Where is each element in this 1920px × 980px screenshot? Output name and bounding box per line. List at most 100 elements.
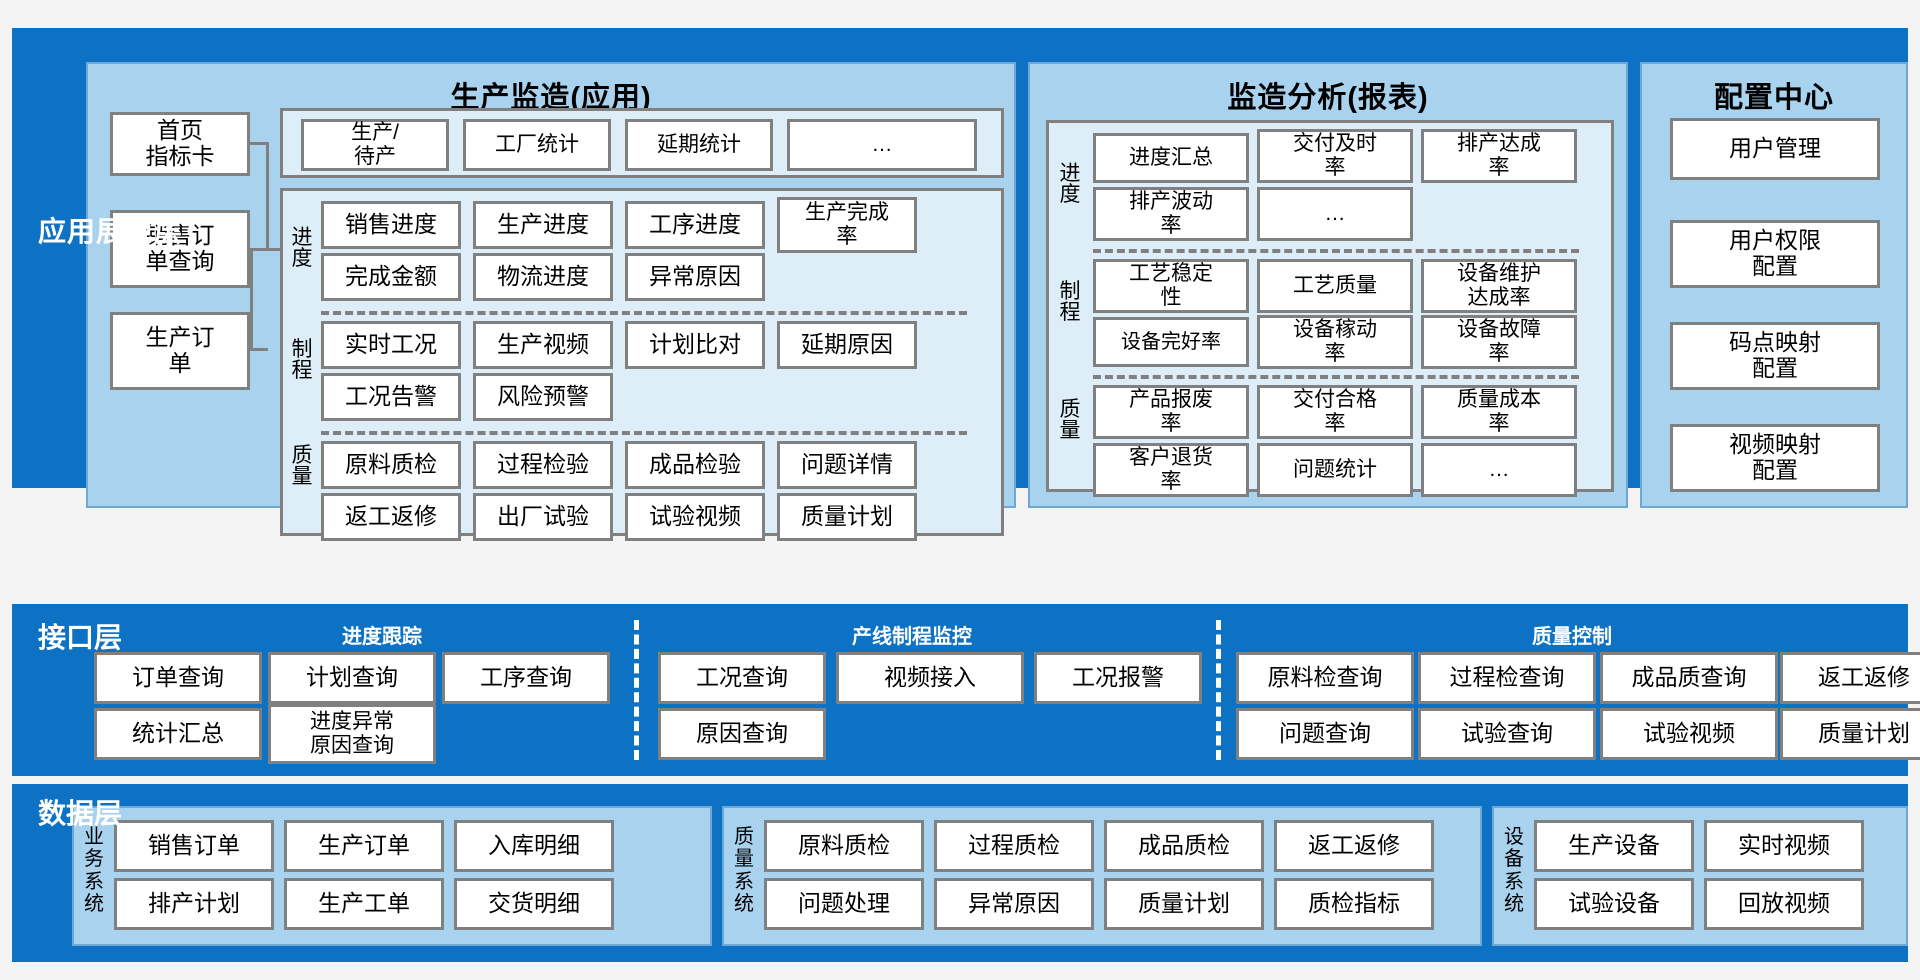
cell-plan-comparison[interactable]: 计划比对 [625,321,765,369]
cell-factory-statistics[interactable]: 工厂统计 [463,119,611,171]
cell-user-permission-config[interactable]: 用户权限配置 [1670,220,1880,288]
cell-sales-order[interactable]: 销售订单 [114,820,274,872]
cell-quality-plan[interactable]: 质量计划 [777,493,917,541]
stub-production-order[interactable]: 生产订单 [110,312,250,390]
cell-work-order[interactable]: 生产工单 [284,878,444,930]
cell-code-point-mapping-config[interactable]: 码点映射配置 [1670,322,1880,390]
cell-realtime-condition[interactable]: 实时工况 [321,321,461,369]
cell-process-check-query[interactable]: 过程检查询 [1418,652,1596,704]
cell-factory-test[interactable]: 出厂试验 [473,493,613,541]
cell-equipment-integrity-rate[interactable]: 设备完好率 [1093,317,1249,367]
cell-rework-repair[interactable]: 返工返修 [321,493,461,541]
cell-playback-video[interactable]: 回放视频 [1704,878,1864,930]
cell-finished-quality-query[interactable]: 成品质查询 [1600,652,1778,704]
cell-production-completion-rate[interactable]: 生产完成率 [777,197,917,253]
cell-finished-inspection[interactable]: 成品检验 [625,441,765,489]
cell-raw-material-inspection[interactable]: 原料质检 [321,441,461,489]
cell-issue-query[interactable]: 问题查询 [1236,708,1414,760]
cell-production-video[interactable]: 生产视频 [473,321,613,369]
cell-process-progress[interactable]: 工序进度 [625,201,765,249]
cell-more-quality[interactable]: … [1421,443,1577,497]
cell-inbound-detail[interactable]: 入库明细 [454,820,614,872]
cell-equipment-utilization-rate[interactable]: 设备稼动率 [1257,315,1413,369]
cell-delay-reason[interactable]: 延期原因 [777,321,917,369]
cell-statistics-summary[interactable]: 统计汇总 [94,708,262,760]
data-group-quality-system-label: 质量系统 [734,826,754,916]
cell-process-qc[interactable]: 过程质检 [934,820,1094,872]
cell-order-query[interactable]: 订单查询 [94,652,262,704]
cell-progress-anomaly-reason-query[interactable]: 进度异常原因查询 [268,704,436,764]
cell-product-scrap-rate[interactable]: 产品报废率 [1093,385,1249,439]
cell-process-stability[interactable]: 工艺稳定性 [1093,259,1249,313]
cell-test-video-if[interactable]: 试验视频 [1600,708,1778,760]
rowlabel-analysis-progress: 进度 [1059,162,1081,207]
cell-rework-repair-data[interactable]: 返工返修 [1274,820,1434,872]
cell-logistics-progress[interactable]: 物流进度 [473,253,613,301]
cell-label: 工艺质量 [1293,274,1377,298]
cell-production-equipment[interactable]: 生产设备 [1534,820,1694,872]
stub-sales-order-query[interactable]: 销售订单查询 [110,210,250,288]
panel-config-center-title: 配置中心 [1713,82,1834,114]
cell-label: 码点映射配置 [1729,329,1821,381]
cell-raw-material-check-query[interactable]: 原料检查询 [1236,652,1414,704]
cell-realtime-video[interactable]: 实时视频 [1704,820,1864,872]
cell-process-query[interactable]: 工序查询 [442,652,610,704]
cell-schedule-achievement-rate[interactable]: 排产达成率 [1421,129,1577,183]
cell-raw-material-qc[interactable]: 原料质检 [764,820,924,872]
cell-abnormal-reason[interactable]: 异常原因 [625,253,765,301]
cell-issue-statistics[interactable]: 问题统计 [1257,443,1413,497]
cell-production-progress[interactable]: 生产进度 [473,201,613,249]
cell-label: 出厂试验 [497,503,589,530]
cell-rework-repair-if[interactable]: 返工返修 [1780,652,1920,704]
cell-production-pending[interactable]: 生产/待产 [301,119,449,171]
cell-label: 生产/待产 [351,121,399,168]
rowlabel-progress: 进度 [291,226,313,271]
cell-quality-plan-data[interactable]: 质量计划 [1104,878,1264,930]
cell-delay-statistics[interactable]: 延期统计 [625,119,773,171]
cell-reason-query[interactable]: 原因查询 [658,708,826,760]
cell-production-order-data[interactable]: 生产订单 [284,820,444,872]
cell-completed-amount[interactable]: 完成金额 [321,253,461,301]
stub-home-card[interactable]: 首页指标卡 [110,112,250,176]
cell-qc-indicator[interactable]: 质检指标 [1274,878,1434,930]
cell-quality-cost-rate[interactable]: 质量成本率 [1421,385,1577,439]
cell-delivery-pass-rate[interactable]: 交付合格率 [1257,385,1413,439]
interface-divider-2 [1216,620,1221,760]
cell-equipment-failure-rate[interactable]: 设备故障率 [1421,315,1577,369]
cell-video-access[interactable]: 视频接入 [836,652,1024,704]
cell-label: 过程质检 [968,832,1060,859]
cell-condition-query[interactable]: 工况查询 [658,652,826,704]
cell-condition-alarm-if[interactable]: 工况报警 [1034,652,1202,704]
cell-label: 设备故障率 [1457,318,1541,365]
cell-plan-query[interactable]: 计划查询 [268,652,436,704]
cell-condition-alarm[interactable]: 工况告警 [321,373,461,421]
cell-label: 入库明细 [488,832,580,859]
interface-layer-label: 接口层 [38,622,123,653]
connector-line [250,348,268,351]
divider-progress-process [321,311,967,315]
cell-issue-detail[interactable]: 问题详情 [777,441,917,489]
cell-progress-summary[interactable]: 进度汇总 [1093,133,1249,183]
cell-schedule-fluctuation-rate[interactable]: 排产波动率 [1093,187,1249,241]
cell-customer-return-rate[interactable]: 客户退货率 [1093,443,1249,497]
cell-issue-handling[interactable]: 问题处理 [764,878,924,930]
cell-production-schedule[interactable]: 排产计划 [114,878,274,930]
cell-more-top[interactable]: … [787,119,977,171]
cell-more-progress[interactable]: … [1257,187,1413,241]
cell-process-quality[interactable]: 工艺质量 [1257,259,1413,313]
cell-process-inspection[interactable]: 过程检验 [473,441,613,489]
cell-ontime-delivery-rate[interactable]: 交付及时率 [1257,129,1413,183]
cell-test-video[interactable]: 试验视频 [625,493,765,541]
cell-test-equipment[interactable]: 试验设备 [1534,878,1694,930]
cell-delivery-detail[interactable]: 交货明细 [454,878,614,930]
cell-finished-qc[interactable]: 成品质检 [1104,820,1264,872]
cell-abnormal-reason-data[interactable]: 异常原因 [934,878,1094,930]
cell-sales-progress[interactable]: 销售进度 [321,201,461,249]
cell-user-management[interactable]: 用户管理 [1670,118,1880,180]
cell-test-query[interactable]: 试验查询 [1418,708,1596,760]
cell-label: 成品质检 [1138,832,1230,859]
cell-video-mapping-config[interactable]: 视频映射配置 [1670,424,1880,492]
cell-equipment-maintenance-rate[interactable]: 设备维护达成率 [1421,259,1577,313]
cell-risk-warning[interactable]: 风险预警 [473,373,613,421]
cell-quality-plan-if[interactable]: 质量计划 [1780,708,1920,760]
